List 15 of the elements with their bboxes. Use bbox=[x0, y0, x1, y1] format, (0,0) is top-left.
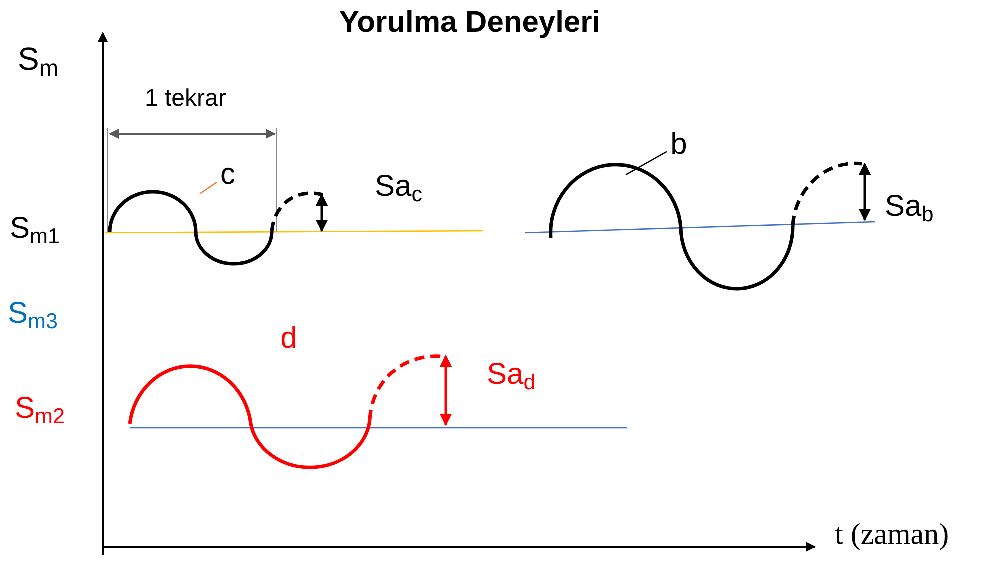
axis-tick-label: S$_{m2}$ bbox=[15, 392, 66, 428]
leader-line bbox=[626, 151, 668, 176]
axis-tick-label: S$_{m3}$ bbox=[8, 297, 58, 334]
title: Yorulma Deneyleri bbox=[338, 6, 602, 39]
amplitude-label: Sa$_{d}$ bbox=[487, 358, 536, 394]
axis-label: t (zaman) bbox=[835, 518, 950, 551]
curve-label: b bbox=[667, 128, 691, 162]
dimension-label: 1 tekrar bbox=[145, 86, 226, 112]
axis-label: S$_{m}$ bbox=[18, 42, 59, 82]
curve-label: c bbox=[217, 158, 239, 192]
amplitude-label: Sa$_{c}$ bbox=[375, 170, 422, 206]
curve-label: d bbox=[276, 322, 302, 354]
amplitude-label: Sa$_{b}$ bbox=[885, 190, 934, 226]
leader-line bbox=[200, 182, 218, 195]
axis-tick-label: S$_{m1}$ bbox=[10, 212, 60, 248]
